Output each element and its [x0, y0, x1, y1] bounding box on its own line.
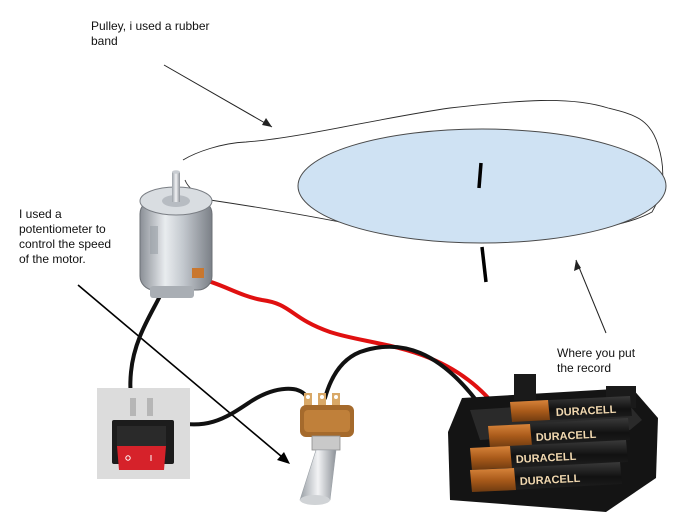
rubber-band-pulley	[182, 99, 664, 237]
potentiometer-annotation-line-3: control the speed	[19, 237, 112, 251]
record-annotation-line-1: Where you put	[557, 346, 636, 360]
spindle-bottom	[480, 246, 488, 283]
pulley-arrow	[163, 64, 273, 128]
potentiometer-annotation-line-1: I used a	[19, 207, 62, 221]
red-wire	[202, 278, 492, 402]
battery-cell-3: DURACELL	[470, 440, 628, 470]
potentiometer-annotation-line-4: of the motor.	[19, 252, 86, 266]
battery-brand-1: DURACELL	[556, 404, 617, 419]
potentiometer	[299, 393, 354, 505]
black-wire-switch-to-pot	[164, 386, 308, 427]
battery-cell-1: DURACELL	[510, 396, 632, 422]
rocker-switch	[97, 388, 190, 479]
potentiometer-annotation: I used a potentiometer to control the sp…	[19, 207, 159, 267]
pulley-annotation-line-2: band	[91, 34, 118, 48]
record-annotation-line-2: the record	[557, 361, 612, 375]
battery-brand-3: DURACELL	[516, 451, 577, 466]
black-wire-pot-to-battery	[323, 344, 484, 410]
battery-cell-2: DURACELL	[488, 418, 630, 448]
battery-cell-4: DURACELL	[470, 462, 622, 492]
spindle-top	[477, 162, 483, 189]
record-platter	[297, 128, 667, 244]
record-annotation: Where you put the record	[557, 346, 677, 376]
battery-brand-4: DURACELL	[520, 473, 581, 488]
record-arrow	[574, 259, 607, 334]
potentiometer-arrow	[77, 284, 290, 464]
pulley-annotation-line-1: Pulley, i used a rubber	[91, 19, 210, 33]
pulley-annotation: Pulley, i used a rubber band	[91, 19, 241, 49]
dc-motor	[139, 170, 213, 298]
potentiometer-annotation-line-2: potentiometer to	[19, 222, 106, 236]
battery-brand-2: DURACELL	[536, 429, 597, 444]
